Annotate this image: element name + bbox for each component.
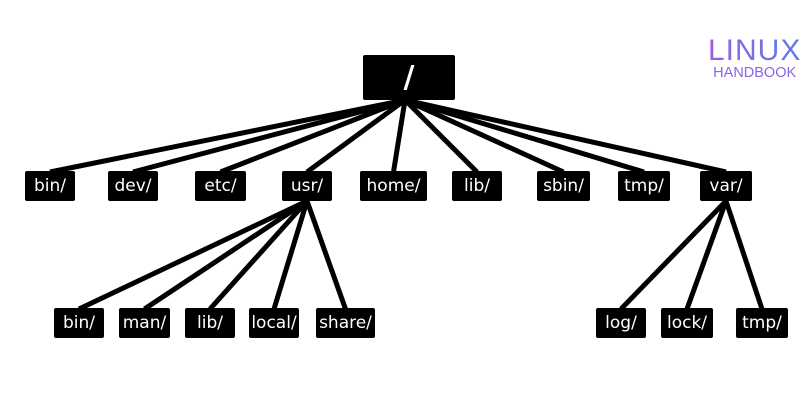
tree-edge: [208, 199, 309, 311]
tree-edge: [403, 97, 565, 175]
tree-edge: [619, 199, 728, 311]
tree-edge: [723, 200, 765, 310]
var-child-tmp: tmp/: [736, 308, 788, 338]
tree-edge: [304, 200, 348, 310]
root-node: /: [363, 55, 455, 100]
tree-edge: [271, 200, 310, 310]
node-var: var/: [700, 171, 752, 201]
logo-line1: LINUX: [708, 34, 800, 67]
usr-child-lib: lib/: [185, 308, 235, 338]
linux-handbook-logo: LINUX HANDBOOK: [708, 36, 800, 81]
tree-edge: [404, 97, 645, 175]
tree-edge: [391, 99, 408, 173]
usr-child-share: share/: [316, 308, 375, 338]
usr-child-local: local/: [249, 308, 299, 338]
node-etc: etc/: [195, 171, 246, 201]
logo-line2: HANDBOOK: [713, 65, 797, 81]
node-sbin: sbin/: [537, 171, 590, 201]
tree-edge: [403, 98, 479, 174]
node-usr: usr/: [282, 171, 332, 201]
tree-edge: [143, 198, 309, 312]
node-dev: dev/: [108, 171, 158, 201]
tree-edge: [77, 198, 309, 312]
usr-child-bin: bin/: [54, 308, 104, 338]
tree-edge: [219, 97, 406, 175]
node-tmp: tmp/: [618, 171, 670, 201]
tree-edge: [305, 97, 407, 175]
node-lib: lib/: [452, 171, 502, 201]
usr-child-man: man/: [119, 308, 170, 338]
var-child-log: log/: [596, 308, 646, 338]
tree-edge: [132, 97, 406, 175]
tree-edge: [49, 97, 406, 175]
node-bin: bin/: [25, 171, 75, 201]
node-home: home/: [360, 171, 427, 201]
var-child-lock: lock/: [661, 308, 713, 338]
tree-edge: [404, 97, 727, 175]
tree-edge: [684, 200, 729, 310]
